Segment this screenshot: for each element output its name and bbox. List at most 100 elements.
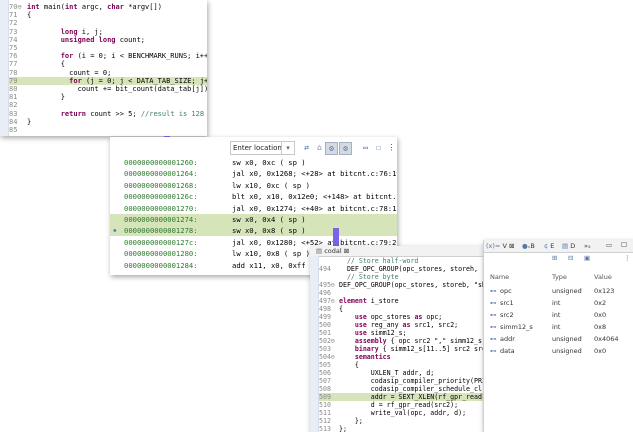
disassembly-row[interactable]: 000000000000127c:jal x0, 0x1280; <+52> a…: [110, 237, 397, 248]
line-number: 71: [9, 11, 18, 20]
symbols-toggle-icon[interactable]: ⚙: [339, 142, 352, 155]
variable-icon: ⊷: [490, 287, 497, 295]
close-icon[interactable]: ⊠: [341, 247, 350, 255]
source-line[interactable]: 73 long i, j;: [9, 28, 207, 36]
instruction-address: 0000000000001278:: [124, 226, 198, 236]
location-input[interactable]: Enter location here: [230, 141, 282, 155]
home-icon[interactable]: ⌂: [317, 143, 322, 152]
codal-line[interactable]: 505 {: [319, 361, 483, 369]
disassembly-row[interactable]: 0000000000001264:jal x0, 0x1268; <+28> a…: [110, 168, 397, 179]
codal-line[interactable]: 504⊖ semantics: [319, 353, 483, 361]
disassembly-row[interactable]: 0000000000001268:lw x10, 0xc ( sp ): [110, 180, 397, 191]
codal-line[interactable]: 496: [319, 289, 483, 297]
source-code-area[interactable]: 70⊖int main(int argc, char *argv[])71{72…: [9, 3, 207, 136]
codal-file-icon: ▤: [316, 247, 325, 255]
minimize-icon[interactable]: ▭: [363, 143, 368, 152]
disassembly-row[interactable]: 0000000000001280:lw x10, 0x8 ( sp ): [110, 248, 397, 259]
codal-line[interactable]: 508 codasip_compiler_schedule_cl: [319, 385, 483, 393]
source-line[interactable]: 74 unsigned long count;: [9, 36, 207, 44]
codal-line[interactable]: 503 binary { simm12_s[11..5] src2 src: [319, 345, 483, 353]
variables-panel: (x)= V ⊠ ●ₒB ¢ E ▤ D »₅ ▭ ☐ ⊞ ⊟ ▣ ⋮ Name…: [483, 240, 633, 432]
disassembly-row[interactable]: 0000000000001274:sw x0, 0x4 ( sp ): [110, 214, 397, 225]
expressions-icon: ¢: [544, 242, 551, 250]
source-line[interactable]: 81 }: [9, 93, 207, 101]
codal-line[interactable]: 510 d = rf_gpr_read(src2);: [319, 401, 483, 409]
source-line[interactable]: 84}: [9, 118, 207, 126]
tab-breakpoints[interactable]: ●ₒB: [522, 242, 535, 250]
codal-line[interactable]: 494 DEF_OPC_GROUP(opc_stores, storeh, "s…: [319, 265, 483, 273]
source-line[interactable]: 70⊖int main(int argc, char *argv[]): [9, 3, 207, 11]
codal-line[interactable]: 507 codasip_compiler_priority(PRI: [319, 377, 483, 385]
maximize-icon[interactable]: ☐: [376, 143, 381, 152]
tab-disassembly-label: D: [570, 242, 576, 250]
codal-line[interactable]: 513};: [319, 425, 483, 432]
tab-disassembly[interactable]: ▤ D: [562, 242, 575, 250]
disassembly-row[interactable]: 000000000000126c:blt x0, x10, 0x12e0; <+…: [110, 191, 397, 202]
minimize-icon[interactable]: ▭: [606, 241, 613, 249]
maximize-icon[interactable]: ☐: [621, 241, 627, 249]
line-number: 494: [319, 265, 331, 273]
show-type-names-icon[interactable]: ⊞: [552, 254, 558, 262]
codal-line[interactable]: 498{: [319, 305, 483, 313]
variable-name: opc: [500, 287, 512, 295]
tab-expressions[interactable]: ¢ E: [544, 242, 554, 250]
view-menu-icon[interactable]: ⋮: [624, 254, 631, 262]
codal-line[interactable]: 512 };: [319, 417, 483, 425]
tab-codal[interactable]: ▤ codal ⊠: [316, 247, 349, 255]
more-tabs-icon[interactable]: »₅: [584, 242, 591, 250]
disassembly-row[interactable]: ◆0000000000001278:sw x0, 0x8 ( sp ): [110, 225, 397, 237]
codal-line[interactable]: // Store byte: [319, 273, 483, 281]
source-toggle-icon[interactable]: ⚙: [325, 142, 338, 155]
codal-line[interactable]: 501 use simm12_s;: [319, 329, 483, 337]
codal-line[interactable]: 499 use opc_stores as opc;: [319, 313, 483, 321]
disassembly-row[interactable]: 0000000000001260:sw x0, 0xc ( sp ): [110, 157, 397, 168]
codal-line[interactable]: 506 UXLEN_T addr, d;: [319, 369, 483, 377]
codal-line[interactable]: 495⊖DEF_OPC_GROUP(opc_stores, storeb, "s…: [319, 281, 483, 289]
codal-line[interactable]: 502⊖ assembly { opc src2 "," simm12_s: [319, 337, 483, 345]
source-line[interactable]: 79 for (j = 0; j < DATA_TAB_SIZE; j++): [9, 76, 207, 85]
codal-line[interactable]: 500 use reg_any as src1, src2;: [319, 321, 483, 329]
source-line[interactable]: 76 for (i = 0; i < BENCHMARK_RUNS; i++): [9, 52, 207, 60]
codal-line[interactable]: 509 addr = SEXT_XLEN(rf_gpr_read(: [319, 393, 483, 402]
source-line[interactable]: 85: [9, 126, 207, 134]
tab-variables[interactable]: (x)= V ⊠: [486, 242, 515, 250]
source-line[interactable]: 77 {: [9, 60, 207, 68]
source-line[interactable]: 83 return count >> 5; //result is 128 (c…: [9, 110, 207, 118]
line-number: 513: [319, 425, 331, 432]
variable-type: unsigned: [552, 335, 582, 343]
line-number: 81: [9, 93, 18, 102]
line-number: 501: [319, 329, 331, 337]
source-line[interactable]: 80 count += bit_count(data_tab[j]);: [9, 85, 207, 93]
variable-value: 0x4064: [594, 335, 619, 343]
select-all-icon[interactable]: ▣: [584, 254, 591, 262]
view-menu-icon[interactable]: ⋮: [387, 143, 396, 152]
source-line[interactable]: 72: [9, 19, 207, 27]
codal-tab-bar: ▤ codal ⊠: [310, 246, 483, 257]
line-number: 506: [319, 369, 331, 377]
location-dropdown-button[interactable]: ▾: [281, 141, 295, 155]
codal-line[interactable]: 511 write_val(opc, addr, d);: [319, 409, 483, 417]
disassembly-row[interactable]: 0000000000001270:jal x0, 0x1274; <+40> a…: [110, 203, 397, 214]
line-number: 511: [319, 409, 331, 417]
source-line[interactable]: 78 count = 0;: [9, 69, 207, 77]
disassembly-listing[interactable]: 0000000000001260:sw x0, 0xc ( sp )000000…: [110, 157, 397, 275]
line-number: 78: [9, 68, 18, 77]
source-line[interactable]: 71{: [9, 11, 207, 19]
collapse-all-icon[interactable]: ⊟: [568, 254, 574, 262]
link-editor-icon[interactable]: ⇄: [304, 143, 309, 152]
source-line[interactable]: 75: [9, 44, 207, 52]
codal-line[interactable]: 497⊖element i_store: [319, 297, 483, 305]
line-text: count = 0;: [27, 68, 112, 77]
line-number: 496: [319, 289, 331, 297]
disassembly-row[interactable]: 0000000000001284:add x11, x0, 0xff: [110, 260, 397, 271]
codal-line[interactable]: // Store half-word: [319, 257, 483, 265]
source-line[interactable]: 82: [9, 101, 207, 109]
